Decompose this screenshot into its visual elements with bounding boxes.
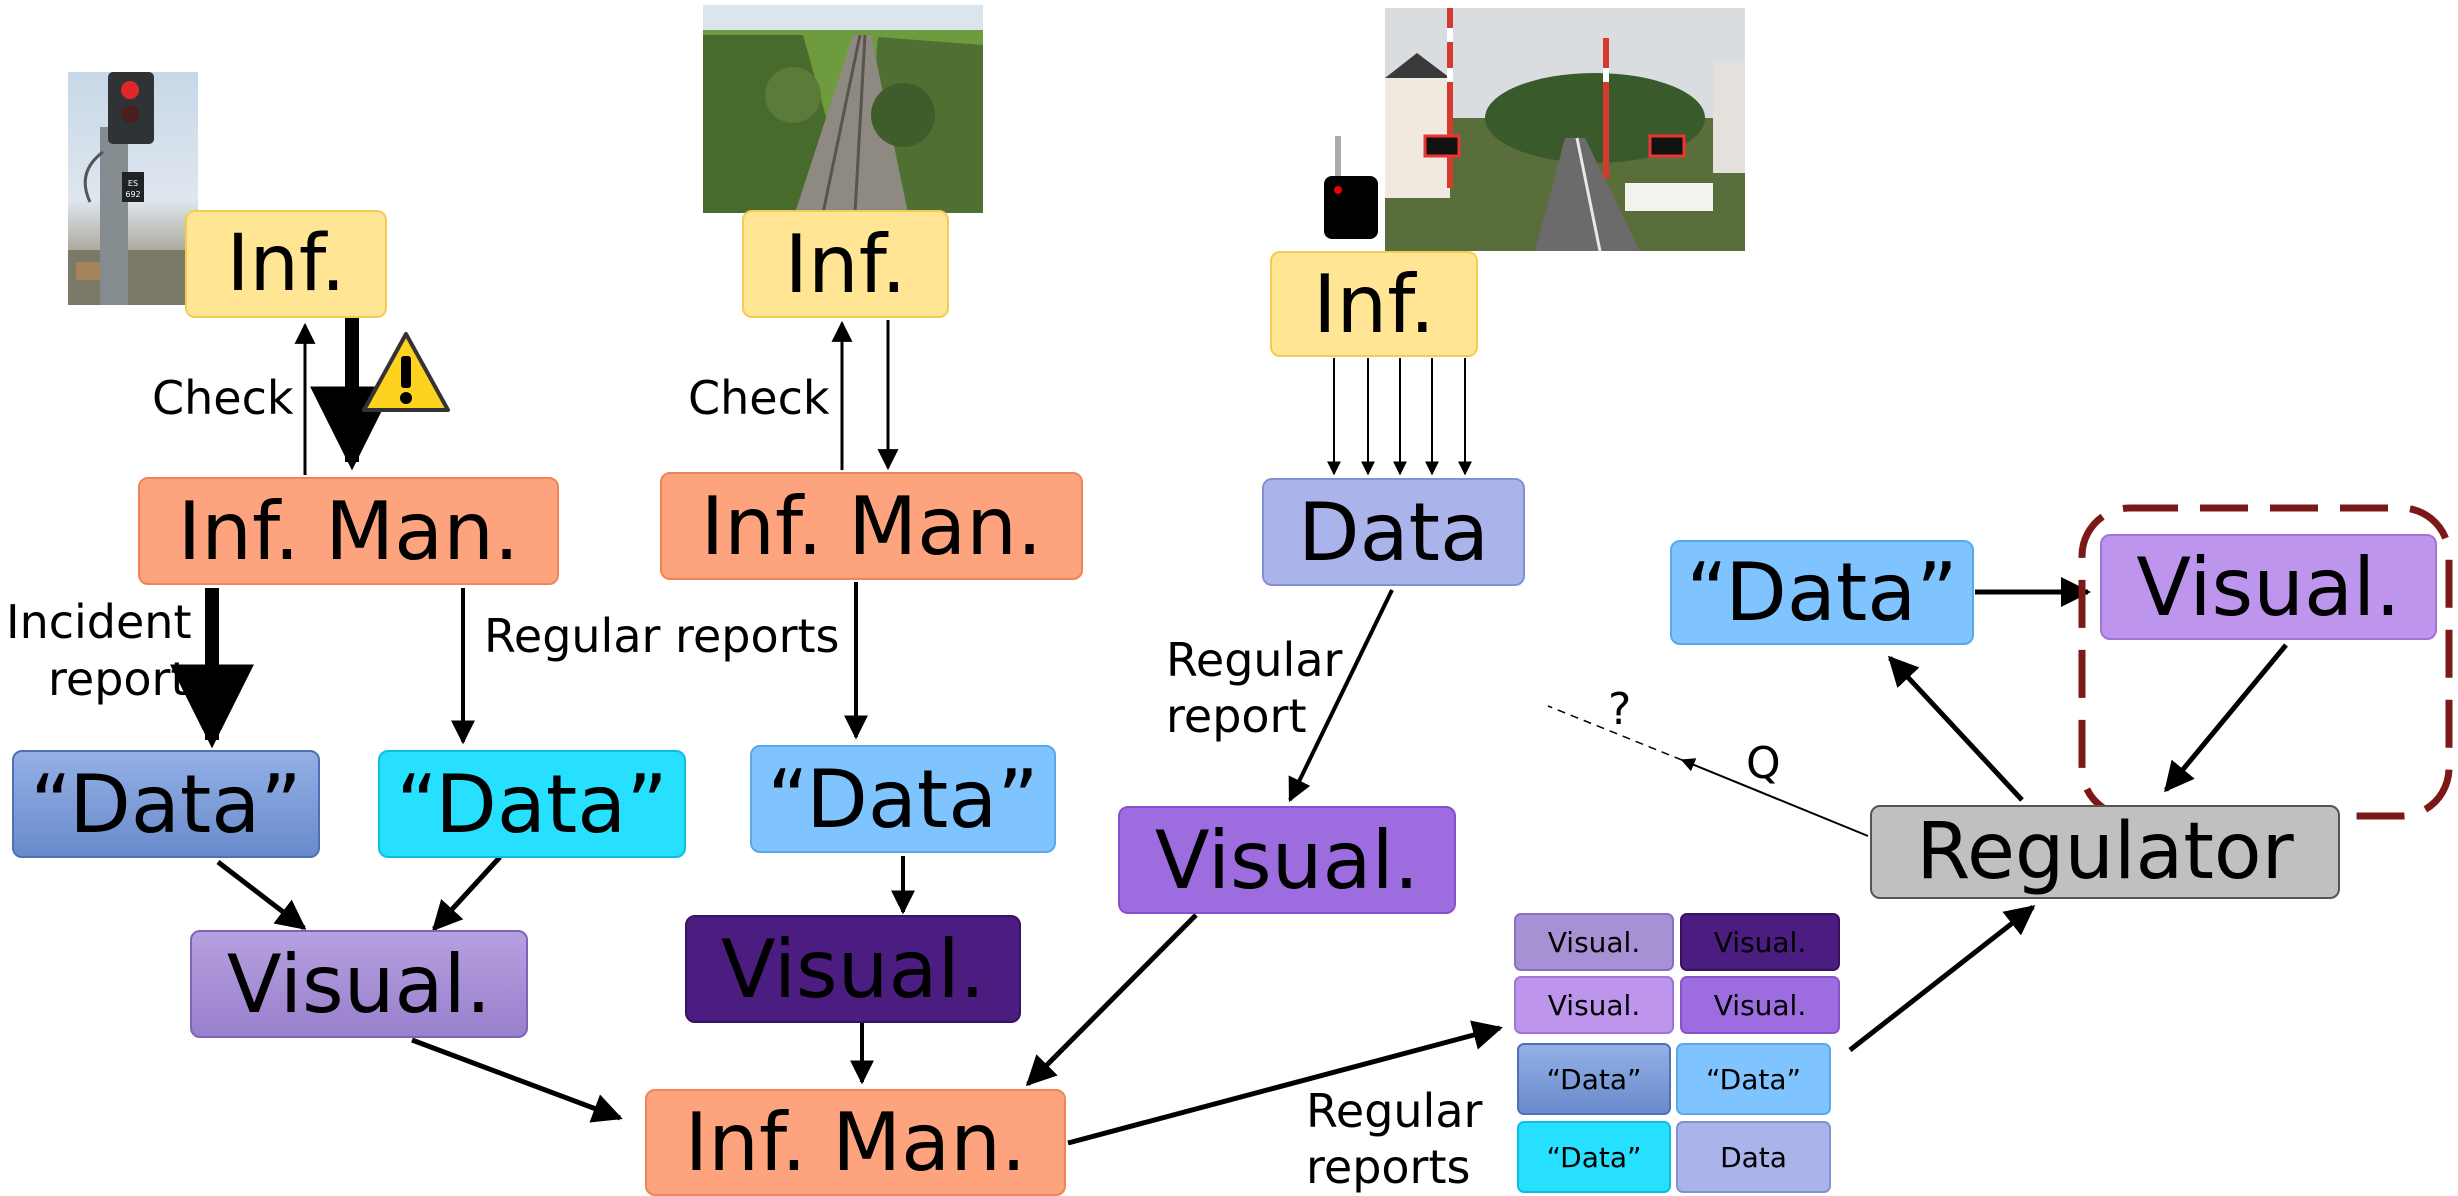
- arrow-visual3-infman: [1025, 913, 1198, 1087]
- small-signal-icon: [1322, 136, 1382, 241]
- data-box-sky: “Data”: [750, 745, 1056, 853]
- output-data-sky: “Data”: [1676, 1043, 1831, 1115]
- arrow-visual1-infman: [411, 1037, 623, 1123]
- level-crossing-photo: [1385, 8, 1745, 251]
- output-visual-dark: Visual.: [1680, 913, 1840, 971]
- data-box-lavender: Data: [1262, 478, 1525, 586]
- label-regular-reports-1: Regular reports: [484, 609, 840, 663]
- label-q: Q: [1746, 738, 1781, 789]
- output-visual-lilac: Visual.: [1514, 976, 1674, 1034]
- label-incident-line2: report: [48, 652, 189, 706]
- label-check-1: Check: [152, 371, 294, 425]
- arrow-data-visual3: [1288, 589, 1394, 803]
- arrow-regulator-q: [1680, 758, 1869, 837]
- railway-track-photo: [703, 5, 983, 213]
- arrow-regulator-data: [1887, 655, 2024, 802]
- label-question: ?: [1608, 684, 1632, 735]
- label-regular-reports-bottom-line2: reports: [1306, 1140, 1471, 1194]
- infrastructure-manager-box-2: Inf. Man.: [660, 472, 1083, 580]
- svg-text:692: 692: [125, 190, 140, 199]
- data-box-cyan: “Data”: [378, 750, 686, 858]
- highlight-dashed-outline: [2078, 504, 2453, 820]
- output-visual-mauve: Visual.: [1514, 913, 1674, 971]
- arrow-visual-regulator: [2164, 643, 2288, 793]
- arrow-infman-outputs: [1067, 1020, 1503, 1146]
- infrastructure-box-1: Inf.: [185, 210, 387, 318]
- output-data-cyan: “Data”: [1517, 1121, 1671, 1193]
- dashed-query-line: [1547, 705, 1683, 761]
- data-box-regulator-input: “Data”: [1670, 540, 1974, 645]
- arrow-data1-visual1: [216, 860, 307, 930]
- visual-box-violet: Visual.: [1118, 806, 1456, 914]
- label-check-2: Check: [688, 371, 830, 425]
- svg-text:ES: ES: [128, 179, 138, 188]
- infrastructure-manager-box-1: Inf. Man.: [138, 477, 559, 585]
- visual-box-dark: Visual.: [685, 915, 1021, 1023]
- label-regular-report-line2: report: [1166, 689, 1307, 743]
- infrastructure-box-2: Inf.: [742, 210, 949, 318]
- visual-box-regulator: Visual.: [2100, 534, 2437, 640]
- warning-icon: [360, 330, 452, 414]
- data-box-steel: “Data”: [12, 750, 320, 858]
- output-visual-violet: Visual.: [1680, 976, 1840, 1034]
- infrastructure-box-3: Inf.: [1270, 251, 1478, 357]
- arrow-data2-visual1: [431, 855, 502, 932]
- visual-box-mauve: Visual.: [190, 930, 528, 1038]
- infrastructure-manager-box-bottom: Inf. Man.: [645, 1089, 1066, 1196]
- label-regular-report-line1: Regular: [1166, 633, 1343, 687]
- output-data-steel: “Data”: [1517, 1043, 1671, 1115]
- label-regular-reports-bottom-line1: Regular: [1306, 1084, 1483, 1138]
- output-data-lavender: Data: [1676, 1121, 1831, 1193]
- regulator-box: Regulator: [1870, 805, 2340, 899]
- label-incident-line1: Incident: [6, 595, 192, 649]
- arrow-outputs-regulator: [1848, 905, 2036, 1052]
- signal-photo: ES 692: [68, 72, 198, 305]
